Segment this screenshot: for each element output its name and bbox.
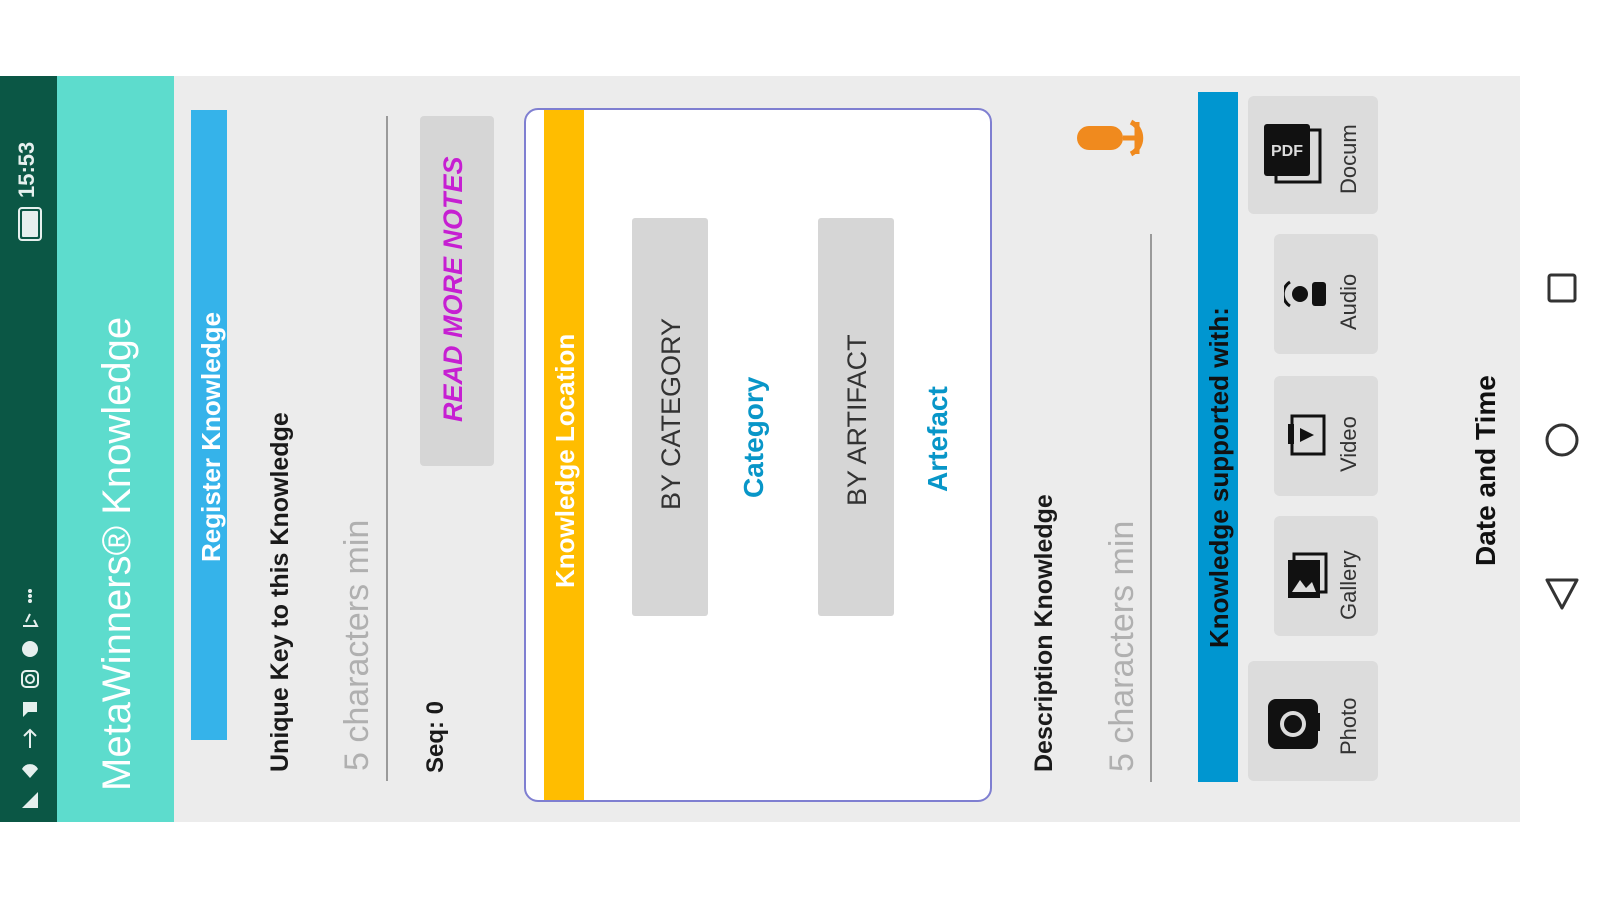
video-icon (1288, 414, 1326, 456)
app-bar: MetaWinners® Knowledge (57, 76, 174, 822)
wifi-icon (22, 764, 38, 778)
video-label: Video (1336, 416, 1361, 472)
seq-label: Seq: 0 (422, 700, 449, 773)
status-time: 15:53 (14, 141, 39, 198)
category-value[interactable]: Category (738, 376, 769, 498)
description-underline (1150, 234, 1152, 782)
unique-key-underline (386, 116, 388, 781)
more-icon (28, 589, 32, 603)
knowledge-supported-label: Knowledge supported with: (1204, 307, 1234, 648)
whatsapp-icon (22, 641, 38, 657)
photo-label: Photo (1336, 697, 1361, 756)
home-icon[interactable] (1544, 422, 1580, 458)
back-icon[interactable] (1544, 576, 1580, 612)
notification-icons (20, 588, 40, 813)
artifact-value[interactable]: Artefact (922, 386, 953, 492)
date-and-time-label: Date and Time (1470, 375, 1501, 566)
chat-icon (23, 702, 37, 717)
document-label: Docum (1336, 124, 1361, 194)
read-more-notes-button[interactable]: READ MORE NOTES (420, 116, 494, 466)
app-screen: 15:53 MetaWinners® Knowledge Register Kn… (0, 76, 1520, 822)
description-input[interactable]: 5 characters min (1095, 234, 1155, 782)
status-bar: 15:53 (0, 76, 57, 822)
svg-text:PDF: PDF (1271, 143, 1303, 160)
register-knowledge-label: Register Knowledge (196, 312, 226, 562)
recycle-icon (23, 613, 39, 627)
document-tile[interactable]: PDF Docum (1248, 96, 1378, 214)
battery-icon (18, 207, 42, 241)
video-tile[interactable]: Video (1274, 376, 1378, 496)
camera-icon (1268, 699, 1320, 749)
gallery-label: Gallery (1336, 550, 1361, 620)
instagram-icon (21, 670, 39, 688)
knowledge-location-label: Knowledge Location (550, 333, 580, 588)
unique-key-input[interactable]: 5 characters min (330, 116, 390, 781)
unique-key-placeholder: 5 characters min (338, 519, 376, 771)
knowledge-location-bar: Knowledge Location (544, 110, 584, 800)
audio-label: Audio (1336, 273, 1361, 330)
gallery-tile[interactable]: Gallery (1274, 516, 1378, 636)
navigation-bar (1520, 76, 1600, 822)
by-artifact-button[interactable]: BY ARTIFACT (818, 218, 894, 616)
description-label: Description Knowledge (1030, 494, 1058, 772)
audio-tile[interactable]: Audio (1274, 234, 1378, 354)
description-placeholder: 5 characters min (1103, 520, 1141, 772)
gallery-icon (1288, 552, 1328, 598)
knowledge-supported-bar: Knowledge supported with: (1198, 92, 1238, 782)
microphone-icon[interactable] (1075, 118, 1155, 162)
knowledge-location-card: Knowledge Location BY CATEGORY Category … (524, 108, 992, 802)
by-artifact-label: BY ARTIFACT (842, 334, 872, 506)
photo-tile[interactable]: Photo (1248, 661, 1378, 781)
signal-icon (22, 792, 38, 808)
by-category-button[interactable]: BY CATEGORY (632, 218, 708, 616)
by-category-label: BY CATEGORY (656, 317, 686, 510)
pdf-document-icon: PDF (1264, 124, 1322, 184)
audio-icon (1284, 280, 1326, 308)
app-title: MetaWinners® Knowledge (95, 316, 139, 791)
unique-key-label: Unique Key to this Knowledge (266, 412, 294, 772)
read-more-notes-label: READ MORE NOTES (438, 156, 468, 422)
register-knowledge-bar: Register Knowledge (191, 110, 227, 740)
recent-apps-icon[interactable] (1546, 272, 1578, 304)
usb-icon (23, 728, 37, 748)
